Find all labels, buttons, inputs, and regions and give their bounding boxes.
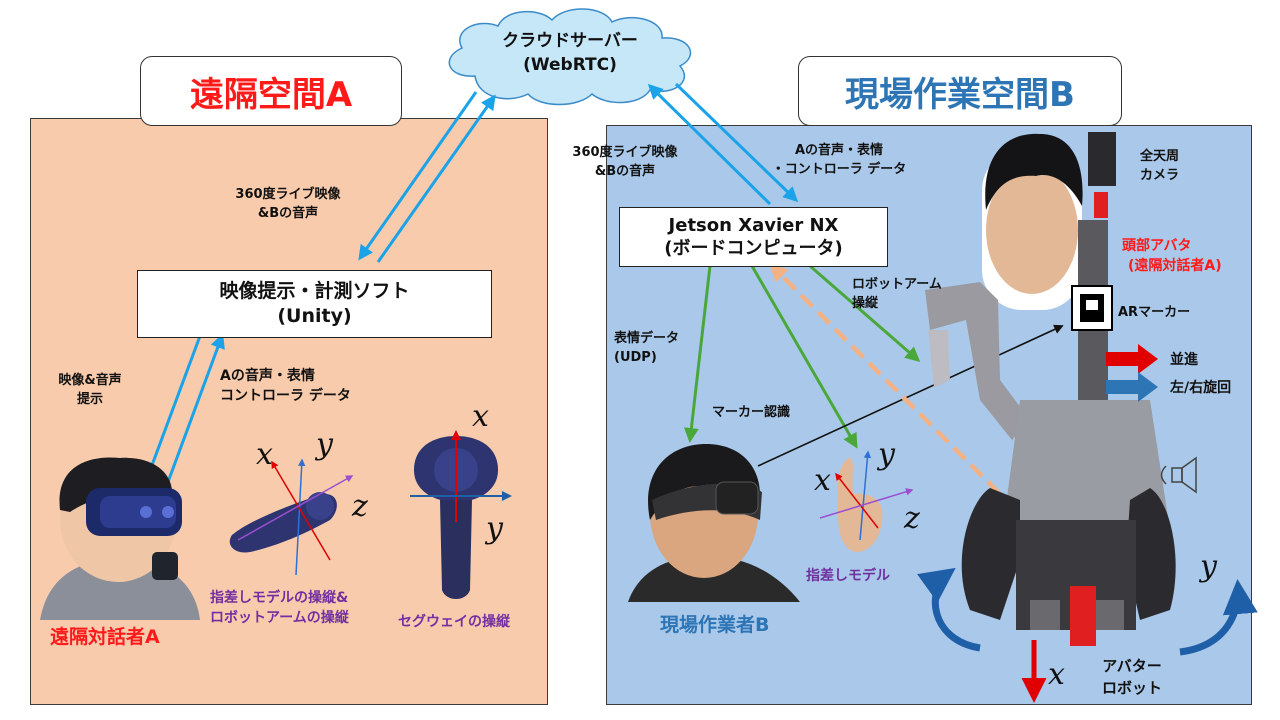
ctrl2-axis-x: x: [472, 399, 489, 434]
robot-arm-label: ロボットアーム 操縦: [852, 277, 942, 311]
robot-axis-y: y: [1200, 549, 1217, 584]
hand-axis-x: x: [814, 463, 831, 498]
remote-operator-name: 遠隔対話者A: [50, 626, 160, 648]
legend-forward-arrow: [1106, 344, 1158, 374]
arrow-software-to-cloud: [376, 94, 496, 263]
camera-label: 全天周 カメラ: [1140, 149, 1180, 183]
controller-pointing-figure: [229, 492, 337, 553]
speaker-icon: [1160, 456, 1197, 494]
remote-space-title: 遠隔空間A: [140, 56, 402, 126]
onsite-space-title: 現場作業空間B: [798, 56, 1122, 126]
head-avatar-face: [982, 133, 1083, 310]
ctrl1-axis-y: y: [316, 427, 333, 462]
rotate-left-arrow: [917, 567, 981, 652]
software-box: 映像提示・計測ソフト (Unity): [137, 270, 492, 338]
head-avatar-label: 頭部アバタ (遠隔対話者A): [1122, 238, 1222, 275]
controller1-caption: 指差しモデルの操縦& ロボットアームの操縦: [210, 590, 349, 627]
cloud-server-label: クラウドサーバー (WebRTC): [502, 31, 638, 75]
arrow-marker-recognition: [757, 324, 1064, 467]
hand-axis-z: z: [904, 501, 920, 536]
onsite-worker-figure: [628, 444, 800, 602]
ctrl1-axis-x: x: [256, 437, 273, 472]
rotate-right-arrow: [1179, 579, 1258, 656]
legend-forward-label: 並進: [1170, 352, 1198, 368]
avatar-robot-figure: [925, 132, 1176, 646]
cloud-server-shape: [448, 8, 692, 106]
arrow-jetson-to-cloud: [647, 83, 772, 206]
right-stream-label: 360度ライブ映像 &Bの音声: [572, 145, 678, 179]
left-stream-label: 360度ライブ映像 &Bの音声: [235, 187, 341, 221]
arrow-cloud-to-jetson: [674, 82, 799, 203]
left-send-label: Aの音声・表情 コントローラ データ: [220, 368, 351, 405]
ar-marker-label: ARマーカー: [1118, 305, 1191, 320]
pointing-model-label: 指差しモデル: [806, 568, 890, 584]
arrow-robot-to-jetson: [769, 263, 1052, 546]
ctrl1-axis-z: z: [352, 489, 368, 524]
avatar-robot-label: アバター ロボット: [1101, 657, 1162, 697]
robot-axis-x: x: [1048, 657, 1065, 692]
arrow-cloud-to-software: [358, 91, 478, 261]
right-receive-label: Aの音声・表情 ・コントローラ データ: [771, 143, 907, 177]
hand-axis-y: y: [878, 437, 895, 472]
controller2-caption: セグウェイの操縦: [398, 614, 510, 630]
present-label: 映像&音声 提示: [58, 373, 122, 407]
arrow-robot-arm: [809, 264, 921, 362]
marker-recognition-label: マーカー認識: [712, 405, 791, 420]
arrow-pointing-model: [750, 265, 858, 449]
face-data-label: 表情データ (UDP): [614, 331, 680, 365]
remote-operator-figure: [40, 457, 200, 620]
arrow-face-data: [683, 265, 712, 443]
arrow-headset-to-software: [166, 333, 225, 483]
legend-rotate-arrow: [1106, 372, 1158, 402]
onsite-worker-name: 現場作業者B: [660, 614, 770, 636]
arrow-software-to-headset: [145, 335, 202, 479]
ctrl2-axis-y: y: [486, 511, 503, 546]
legend-rotate-label: 左/右旋回: [1170, 380, 1232, 396]
jetson-box: Jetson Xavier NX (ボードコンピュータ): [619, 207, 888, 267]
